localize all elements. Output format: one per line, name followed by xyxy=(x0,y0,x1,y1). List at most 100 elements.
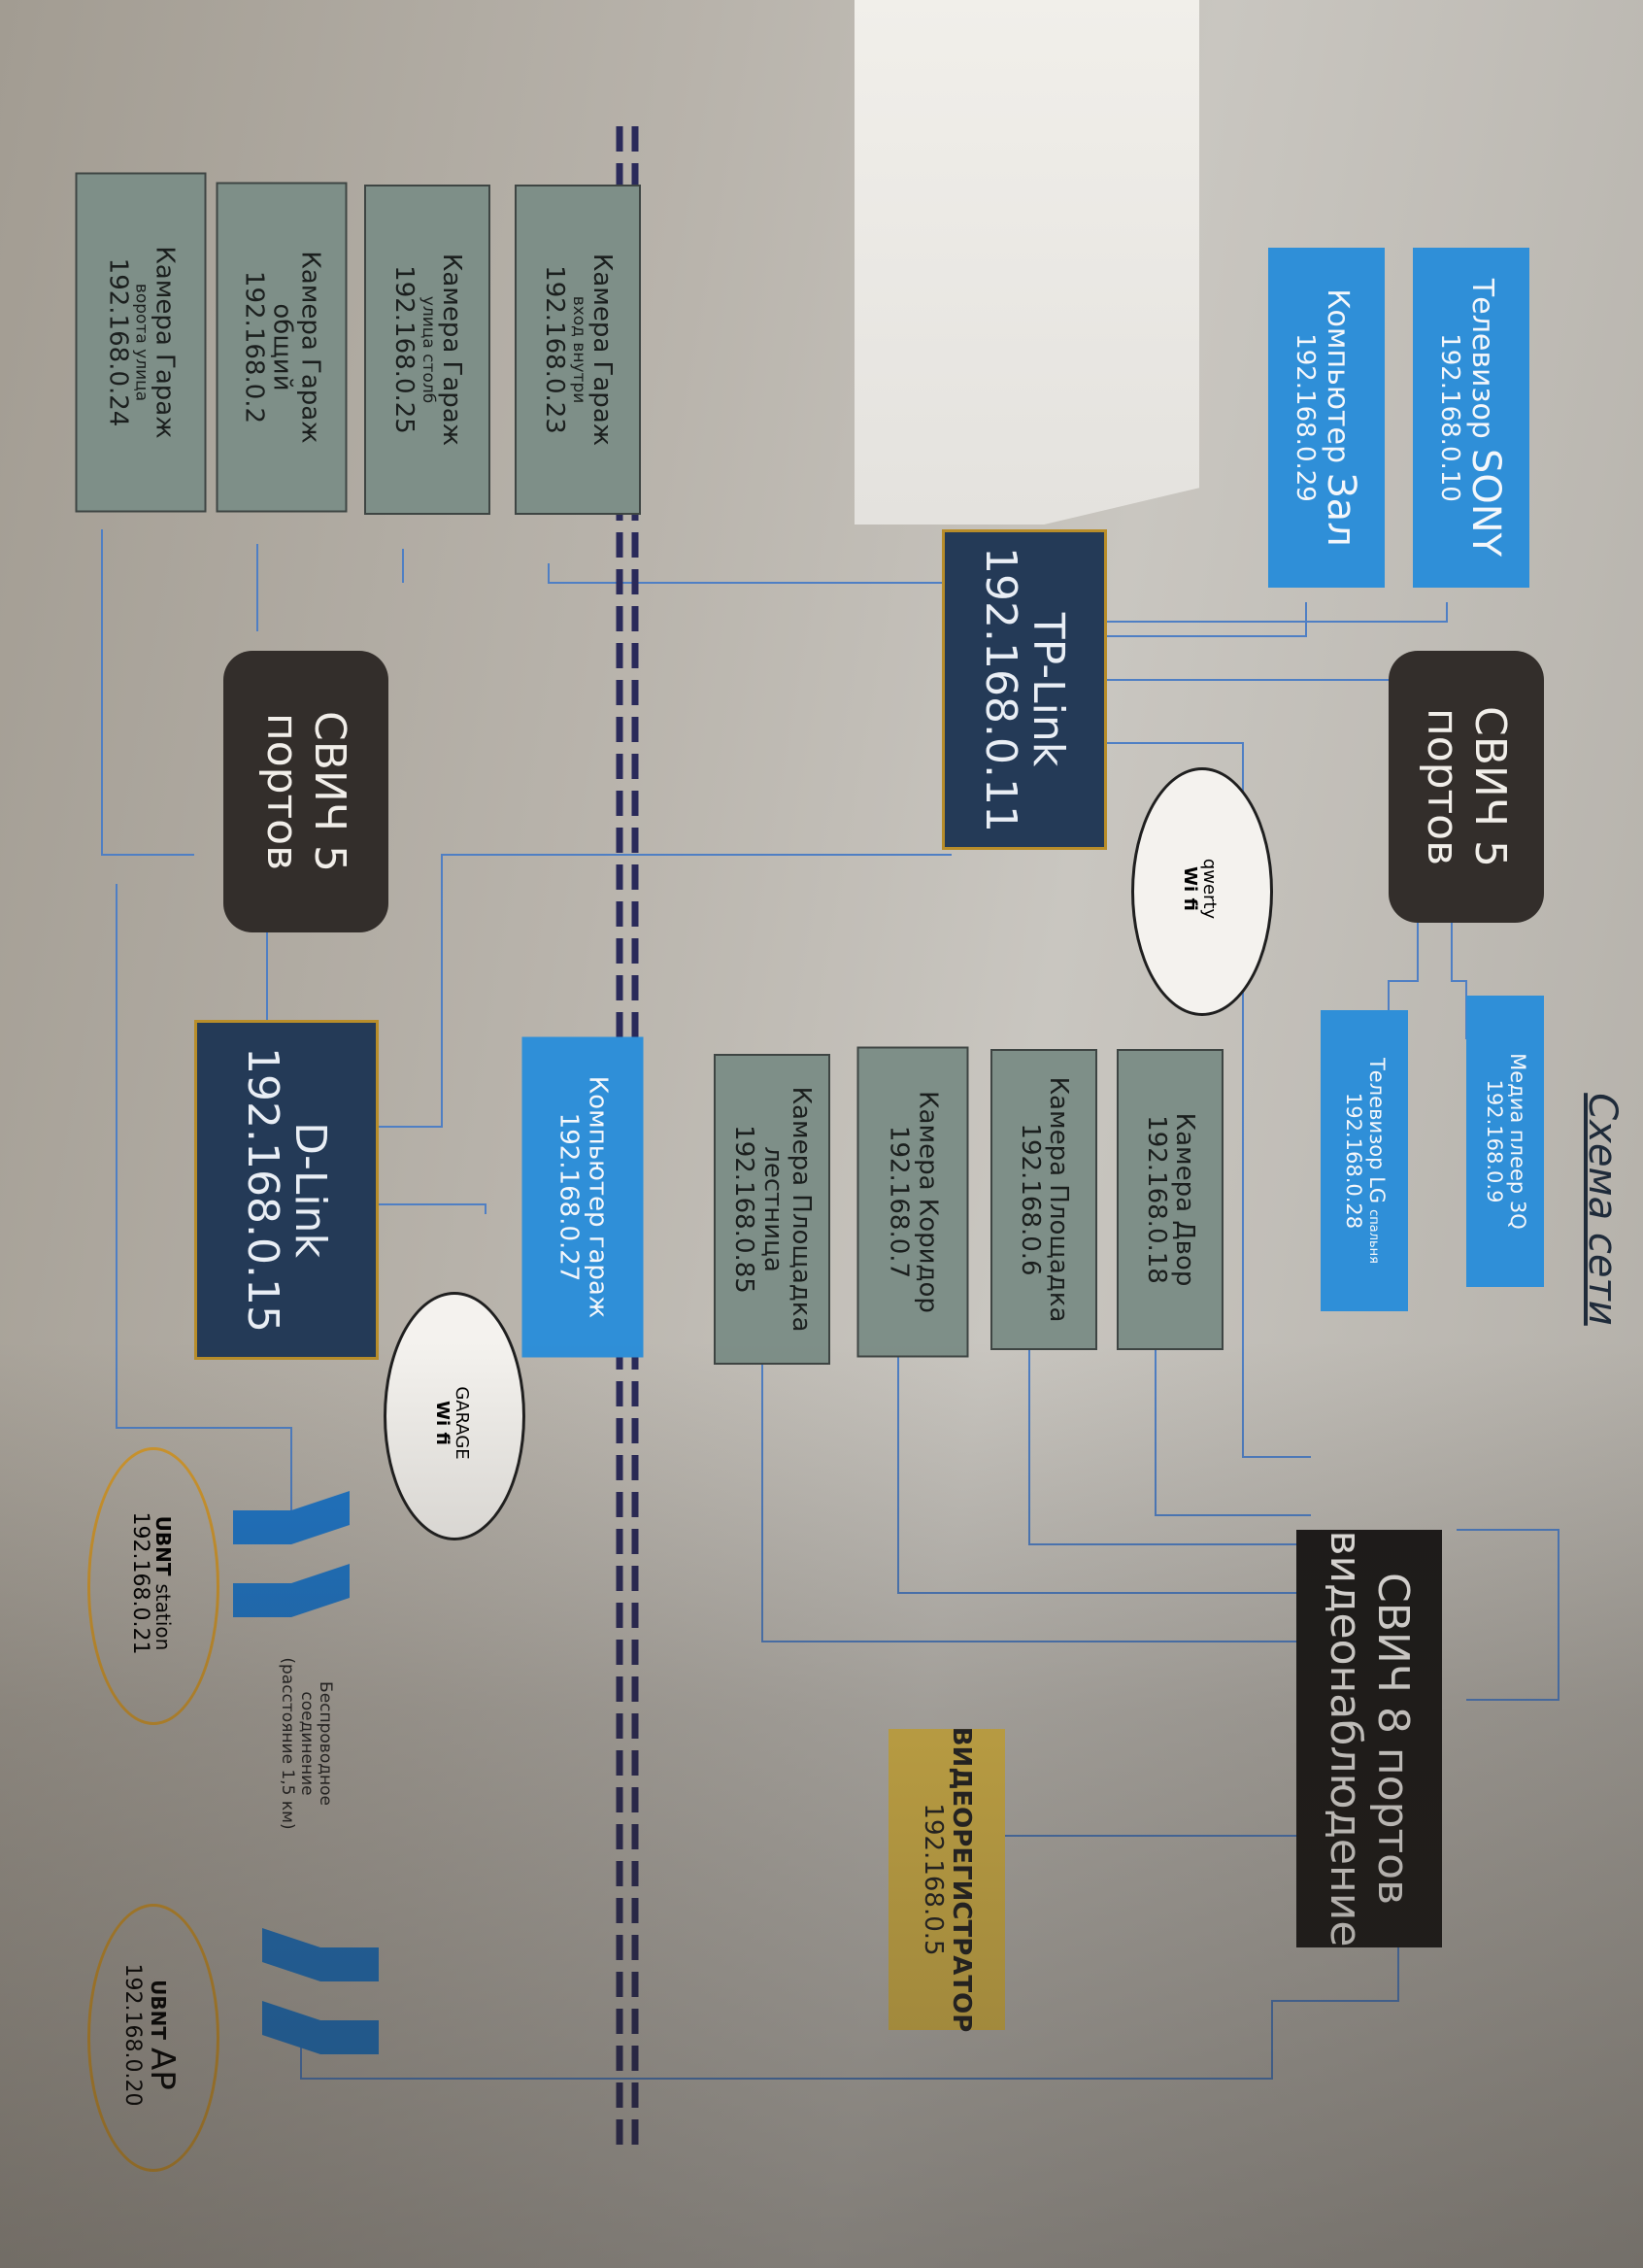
wire-tplink-sw8 xyxy=(1068,742,1311,1458)
cam-stairs-name-a: Камера Площадка xyxy=(786,1086,816,1333)
cam-g-pole-ip: 192.168.0.25 xyxy=(389,265,419,434)
wire-tplink-pc-hall xyxy=(1068,602,1307,637)
device-dvr: ВИДЕОРЕГИСТРАТОР 192.168.0.5 xyxy=(889,1726,1005,2033)
media-player-ip: 192.168.0.9 xyxy=(1483,1079,1506,1203)
tv-sony-name-b: SONY xyxy=(1462,448,1508,558)
pc-garage-ip: 192.168.0.27 xyxy=(554,1112,584,1282)
wire-sw8-ap xyxy=(300,1913,1399,2080)
wireless-note-line-a: Беспроводное xyxy=(315,1681,335,1806)
camera-garage-pole: Камера Гараж улица столб 192.168.0.25 xyxy=(364,185,490,515)
tv-lg-note: спальня xyxy=(1365,1209,1381,1264)
dlink-name: D-Link xyxy=(285,1122,336,1258)
wire-cam-yard-sw8 xyxy=(1155,1345,1311,1516)
cam-corridor-ip: 192.168.0.7 xyxy=(885,1125,914,1279)
ubnt-station-name-a: UBNT xyxy=(151,1515,175,1576)
cam-yard-name: Камера Двор xyxy=(1170,1112,1200,1287)
cam-stairs-name-b: лестница xyxy=(757,1146,788,1272)
ubnt-ap: UBNT AP 192.168.0.20 xyxy=(102,1918,199,2151)
wire-tplink-tv-sony xyxy=(1067,602,1448,631)
device-tv-sony: Телевизор SONY 192.168.0.10 xyxy=(1413,248,1529,588)
wireless-arrows-left-icon xyxy=(233,1491,350,1617)
cam-g-inside-ip: 192.168.0.23 xyxy=(540,265,570,434)
media-player-name: Медиа плеер 3Q xyxy=(1505,1053,1529,1230)
pc-garage-name: Компьютер гараж xyxy=(583,1075,613,1319)
pc-hall-name-a: Компьютер xyxy=(1320,288,1355,464)
switch-8-cctv: СВИЧ 8 портов видеонаблюдение xyxy=(1296,1530,1442,1947)
camera-landing: Камера Площадка 192.168.0.6 xyxy=(990,1049,1097,1350)
wire-tplink-dlink xyxy=(320,854,952,1128)
cam-g-gate-name: Камера Гараж xyxy=(150,246,180,439)
tv-sony-name-a: Телевизор xyxy=(1464,278,1499,439)
cam-landing-ip: 192.168.0.6 xyxy=(1016,1123,1045,1276)
camera-garage-inside: Камера Гараж вход внутри 192.168.0.23 xyxy=(515,185,641,515)
cam-g-pole-note: улица столб xyxy=(418,295,438,404)
sw8-line-a: СВИЧ 8 портов xyxy=(1368,1572,1419,1906)
tplink-name: TP-Link xyxy=(1023,612,1074,767)
wire-cam-corridor-sw8 xyxy=(897,1350,1311,1594)
camera-garage-gate: Камера Гараж ворота улица 192.168.0.24 xyxy=(75,172,207,513)
wire-sw5top-lg xyxy=(1388,923,1419,1030)
ubnt-station: UBNT station 192.168.0.21 xyxy=(102,1467,199,1700)
ubnt-station-name-b: station xyxy=(151,1583,175,1651)
dvr-ip: 192.168.0.5 xyxy=(919,1803,948,1956)
pc-hall-name-b: Зал xyxy=(1318,473,1363,547)
switch-5-top: СВИЧ 5 портов xyxy=(1389,651,1544,923)
wifi-garage-ssid: GARAGE xyxy=(452,1386,473,1460)
camera-garage-common: Камера Гараж общий 192.168.0.2 xyxy=(216,182,348,513)
wifi-garage-text: Wi fi xyxy=(432,1401,453,1445)
cam-g-inside-note: вход внутри xyxy=(568,295,588,404)
sw5top-line-a: СВИЧ 5 xyxy=(1465,706,1516,867)
sw5bottom-line-b: портов xyxy=(257,712,307,871)
wireless-note-line-c: (расстояние 1,5 км) xyxy=(278,1657,298,1830)
tv-lg-ip: 192.168.0.28 xyxy=(1342,1092,1365,1230)
dvr-name: ВИДЕОРЕГИСТРАТОР xyxy=(947,1726,977,2033)
device-pc-garage: Компьютер гараж 192.168.0.27 xyxy=(521,1036,644,1358)
cam-g-inside-name: Камера Гараж xyxy=(587,253,617,447)
router-tplink: TP-Link 192.168.0.11 xyxy=(942,529,1107,850)
ubnt-ap-name-a: UBNT xyxy=(147,1980,171,2041)
wire-tplink-cam-g-inside xyxy=(548,563,953,602)
wifi-qwerty-label: qwerty Wi fi xyxy=(1156,782,1243,996)
ubnt-ap-oval xyxy=(87,1904,219,2172)
device-media-player: Медиа плеер 3Q 192.168.0.9 xyxy=(1466,996,1544,1287)
cam-stairs-ip: 192.168.0.85 xyxy=(729,1125,759,1294)
cam-g-common-ip: 192.168.0.2 xyxy=(239,270,269,424)
ubnt-ap-name-b: AP xyxy=(143,2048,183,2090)
device-pc-hall: Компьютер Зал 192.168.0.29 xyxy=(1268,248,1385,588)
tplink-ip: 192.168.0.11 xyxy=(976,547,1025,832)
wireless-arrows-right-icon xyxy=(262,1928,379,2054)
cam-yard-ip: 192.168.0.18 xyxy=(1142,1115,1171,1284)
wifi-bubble-qwerty xyxy=(1131,767,1273,1016)
device-tv-lg: Телевизор LG спальня 192.168.0.28 xyxy=(1321,1010,1408,1311)
wire-sw5top-media xyxy=(1451,923,1467,1039)
sw5top-line-b: портов xyxy=(1418,707,1467,866)
diagram-title-text: Схема сети xyxy=(1580,1093,1626,1326)
folded-paper-sheet xyxy=(855,0,1199,525)
wifi-qwerty-ssid: qwerty xyxy=(1199,858,1221,920)
camera-yard: Камера Двор 192.168.0.18 xyxy=(1117,1049,1224,1350)
sw8-line-b: видеонаблюдение xyxy=(1321,1530,1370,1947)
ubnt-station-oval xyxy=(87,1447,219,1725)
wifi-bubble-garage xyxy=(384,1292,525,1540)
wire-dlink-pc-garage xyxy=(364,1203,486,1214)
wire-cam-stairs-sw8 xyxy=(761,1355,1311,1642)
pc-hall-ip: 192.168.0.29 xyxy=(1291,333,1321,502)
wire-sw5bottom-cam-gate xyxy=(101,529,194,856)
wire-sw5bottom-ubnt-station xyxy=(116,884,292,1515)
cam-landing-name: Камера Площадка xyxy=(1044,1076,1074,1323)
tv-lg-name: Телевизор LG xyxy=(1364,1057,1389,1204)
tv-sony-ip: 192.168.0.10 xyxy=(1435,333,1465,502)
wireless-note: Беспроводное соединение (расстояние 1,5 … xyxy=(267,1632,345,1855)
wire-sw8-top xyxy=(1457,1529,1559,1701)
cam-g-gate-note: ворота улица xyxy=(131,283,151,402)
wifi-garage-label: GARAGE Wi fi xyxy=(408,1316,495,1530)
camera-stairs: Камера Площадка лестница 192.168.0.85 xyxy=(714,1054,830,1365)
cam-g-common-name-a: Камера Гараж xyxy=(295,251,325,444)
cam-g-common-name-b: общий xyxy=(267,303,297,391)
sw5bottom-line-a: СВИЧ 5 xyxy=(305,711,355,872)
wifi-qwerty-text: Wi fi xyxy=(1180,866,1200,911)
cam-g-gate-ip: 192.168.0.24 xyxy=(103,257,133,427)
cam-g-pole-name: Камера Гараж xyxy=(436,253,466,447)
